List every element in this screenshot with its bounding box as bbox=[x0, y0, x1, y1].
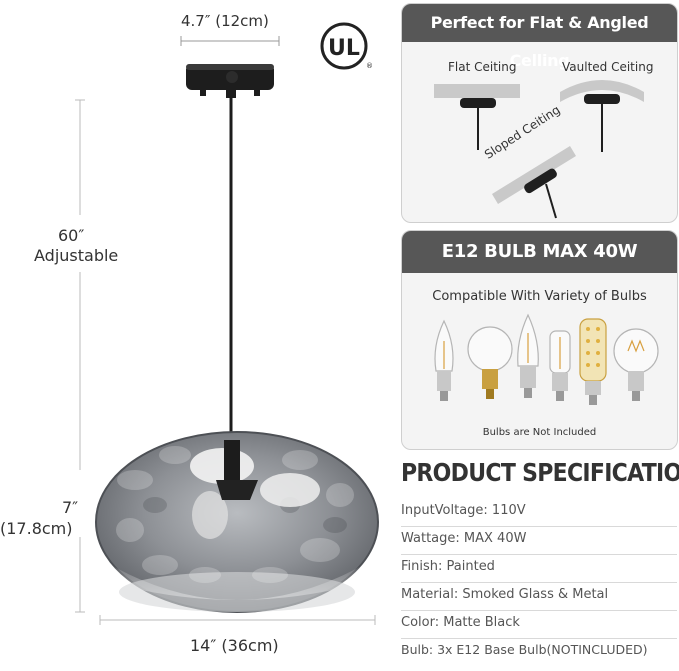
pendant-light-image bbox=[75, 36, 379, 625]
bulb-panel-subtitle: Compatible With Variety of Bulbs bbox=[432, 289, 647, 304]
cord-length-label: 60″ bbox=[58, 226, 85, 245]
ul-logo-icon: UL ® bbox=[320, 22, 373, 70]
ceiling-panel-title: Perfect for Flat & Angled Celling bbox=[402, 4, 677, 70]
ceiling-compatibility-panel: Perfect for Flat & Angled Celling Flat C… bbox=[401, 3, 678, 223]
canopy-width-label: 4.7″ (12cm) bbox=[181, 12, 269, 30]
vaulted-ceiling-label: Vaulted Ceiting bbox=[562, 60, 654, 74]
spec-row-material: Material: Smoked Glass & Metal bbox=[401, 582, 677, 611]
svg-text:®: ® bbox=[366, 62, 373, 70]
shade-height-cm-label: (17.8cm) bbox=[0, 519, 73, 538]
spec-row-wattage: Wattage: MAX 40W bbox=[401, 526, 677, 555]
cord-note-label: Adjustable bbox=[34, 246, 119, 265]
bulbs-not-included-note: Bulbs are Not Included bbox=[482, 427, 597, 438]
shade-width-label: 14″ (36cm) bbox=[190, 636, 279, 655]
bulb-variety-image bbox=[434, 313, 659, 405]
shade-height-label: 7″ bbox=[62, 498, 79, 517]
bulb-panel-title: E12 BULB MAX 40W bbox=[402, 231, 677, 273]
candle-bulb-icon bbox=[434, 319, 454, 372]
bulb-compatibility-panel: E12 BULB MAX 40W Compatible With Variety… bbox=[401, 230, 678, 450]
spec-row-bulb: Bulb: 3x E12 Base Bulb(NOTINCLUDED) bbox=[401, 642, 648, 657]
product-illustration: 4.7″ (12cm) 60″ Adjustable 7″ (17.8cm) 1… bbox=[0, 12, 379, 655]
flat-ceiling-label: Flat Ceiting bbox=[448, 60, 517, 74]
ceiling-diagram bbox=[434, 80, 644, 219]
spec-row-voltage: InputVoltage: 110V bbox=[401, 498, 677, 527]
svg-text:UL: UL bbox=[328, 36, 360, 61]
spec-row-finish: Finish: Painted bbox=[401, 554, 677, 583]
ul-certification-badge: UL ® bbox=[314, 20, 374, 72]
spec-title: PRODUCT SPECIFICATION bbox=[401, 458, 679, 487]
spec-row-color: Color: Matte Black bbox=[401, 610, 677, 639]
